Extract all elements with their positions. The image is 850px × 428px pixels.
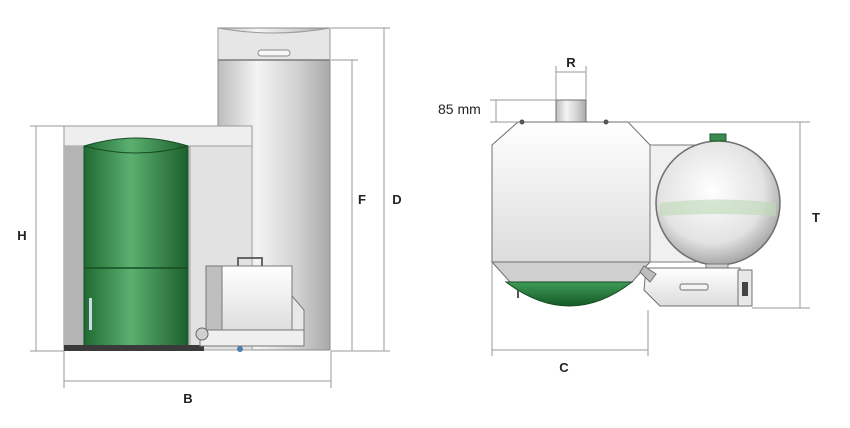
front-view (63, 27, 331, 352)
top-dimensions (490, 66, 810, 356)
burner-unit (195, 257, 305, 352)
boiler-cabinet (63, 125, 253, 351)
boiler-body-top (490, 99, 652, 307)
hopper-latch (89, 298, 92, 330)
top-view (490, 99, 781, 307)
front-dimensions (30, 27, 390, 388)
green-hopper (83, 137, 189, 349)
label-f: F (358, 192, 366, 207)
label-b: B (183, 391, 192, 406)
label-85mm: 85 mm (438, 101, 481, 117)
label-c: C (559, 360, 569, 375)
label-d: D (392, 192, 401, 207)
label-t: T (812, 210, 820, 225)
label-r: R (566, 55, 576, 70)
tank-handle (257, 49, 291, 57)
round-tank-top (655, 133, 781, 271)
burner-top (639, 265, 753, 307)
flue-pipe (555, 99, 587, 123)
label-h: H (17, 228, 26, 243)
